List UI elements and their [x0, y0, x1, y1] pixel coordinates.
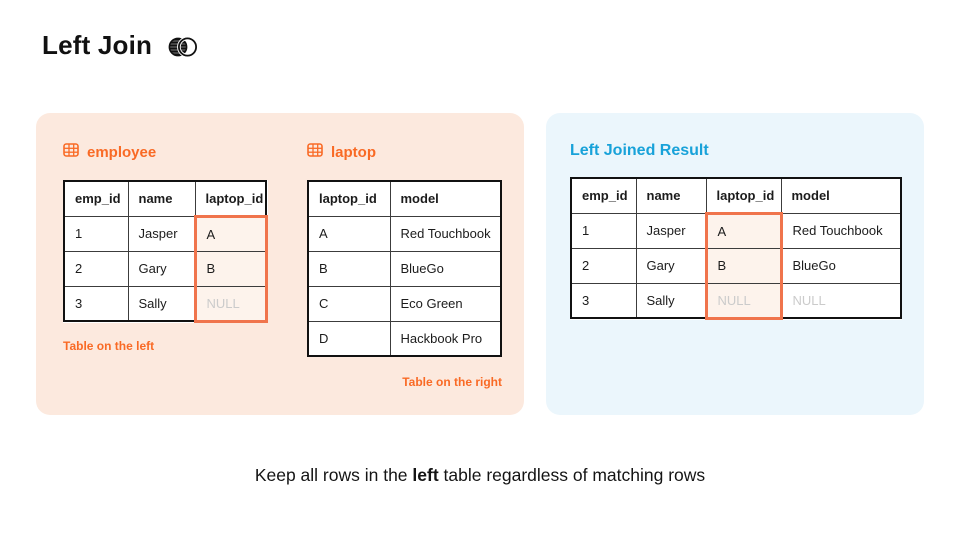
- column-header: laptop_id: [194, 180, 267, 217]
- table-cell: 2: [570, 247, 637, 284]
- table-cell: Gary: [635, 247, 707, 284]
- table-cell: Jasper: [635, 212, 707, 249]
- table-cell: Jasper: [127, 215, 196, 252]
- laptop-table-caption: Table on the right: [402, 375, 502, 389]
- laptop-table-title: laptop: [307, 142, 502, 162]
- table-cell: Red Touchbook: [389, 215, 502, 252]
- table-cell: A: [704, 211, 783, 249]
- venn-left-join-icon: [168, 35, 199, 59]
- table-cell: 1: [63, 215, 129, 252]
- table-cell: Sally: [127, 285, 196, 322]
- employee-table-caption: Table on the left: [63, 338, 155, 353]
- table-cell: BlueGo: [780, 247, 902, 284]
- bottom-caption-text: table regardless of matching rows: [438, 465, 706, 485]
- table-cell: A: [193, 214, 268, 252]
- column-header: emp_id: [570, 177, 637, 214]
- table-cell: 2: [63, 250, 129, 287]
- table-cell: NULL: [704, 282, 783, 320]
- table-cell: NULL: [780, 282, 902, 319]
- result-table-title: Left Joined Result: [570, 142, 709, 159]
- table-cell: Sally: [635, 282, 707, 319]
- column-header: name: [127, 180, 196, 217]
- table-cell: Hackbook Pro: [389, 320, 502, 357]
- laptop-table-title-label: laptop: [331, 143, 376, 161]
- column-header: laptop_id: [705, 177, 782, 214]
- bottom-caption: Keep all rows in the left table regardle…: [0, 465, 960, 486]
- table-cell: B: [704, 247, 783, 284]
- column-header: model: [780, 177, 902, 214]
- table-cell: Red Touchbook: [780, 212, 902, 249]
- table-cell: 3: [570, 282, 637, 319]
- table-cell: 3: [63, 285, 129, 322]
- table-cell: D: [307, 320, 391, 357]
- table-cell: NULL: [193, 285, 268, 323]
- page-title: Left Join: [42, 30, 153, 60]
- table-cell: A: [307, 215, 391, 252]
- table-cell: B: [193, 250, 268, 287]
- employee-table-title-label: employee: [87, 143, 157, 161]
- column-header: laptop_id: [307, 180, 391, 217]
- bottom-caption-text: Keep all rows in the: [254, 465, 413, 485]
- table-cell: Gary: [127, 250, 196, 287]
- table-grid-icon: [307, 142, 323, 162]
- column-header: name: [635, 177, 707, 214]
- table-cell: B: [307, 250, 391, 287]
- page-header: Left Join: [42, 30, 199, 61]
- column-header: model: [389, 180, 502, 217]
- employee-table-title: employee: [63, 142, 268, 162]
- table-cell: Eco Green: [389, 285, 502, 322]
- table-cell: 1: [570, 212, 637, 249]
- table-grid-icon: [63, 142, 79, 162]
- table-cell: BlueGo: [389, 250, 502, 287]
- table-cell: C: [307, 285, 391, 322]
- column-header: emp_id: [63, 180, 129, 217]
- bottom-caption-bold: left: [412, 465, 439, 485]
